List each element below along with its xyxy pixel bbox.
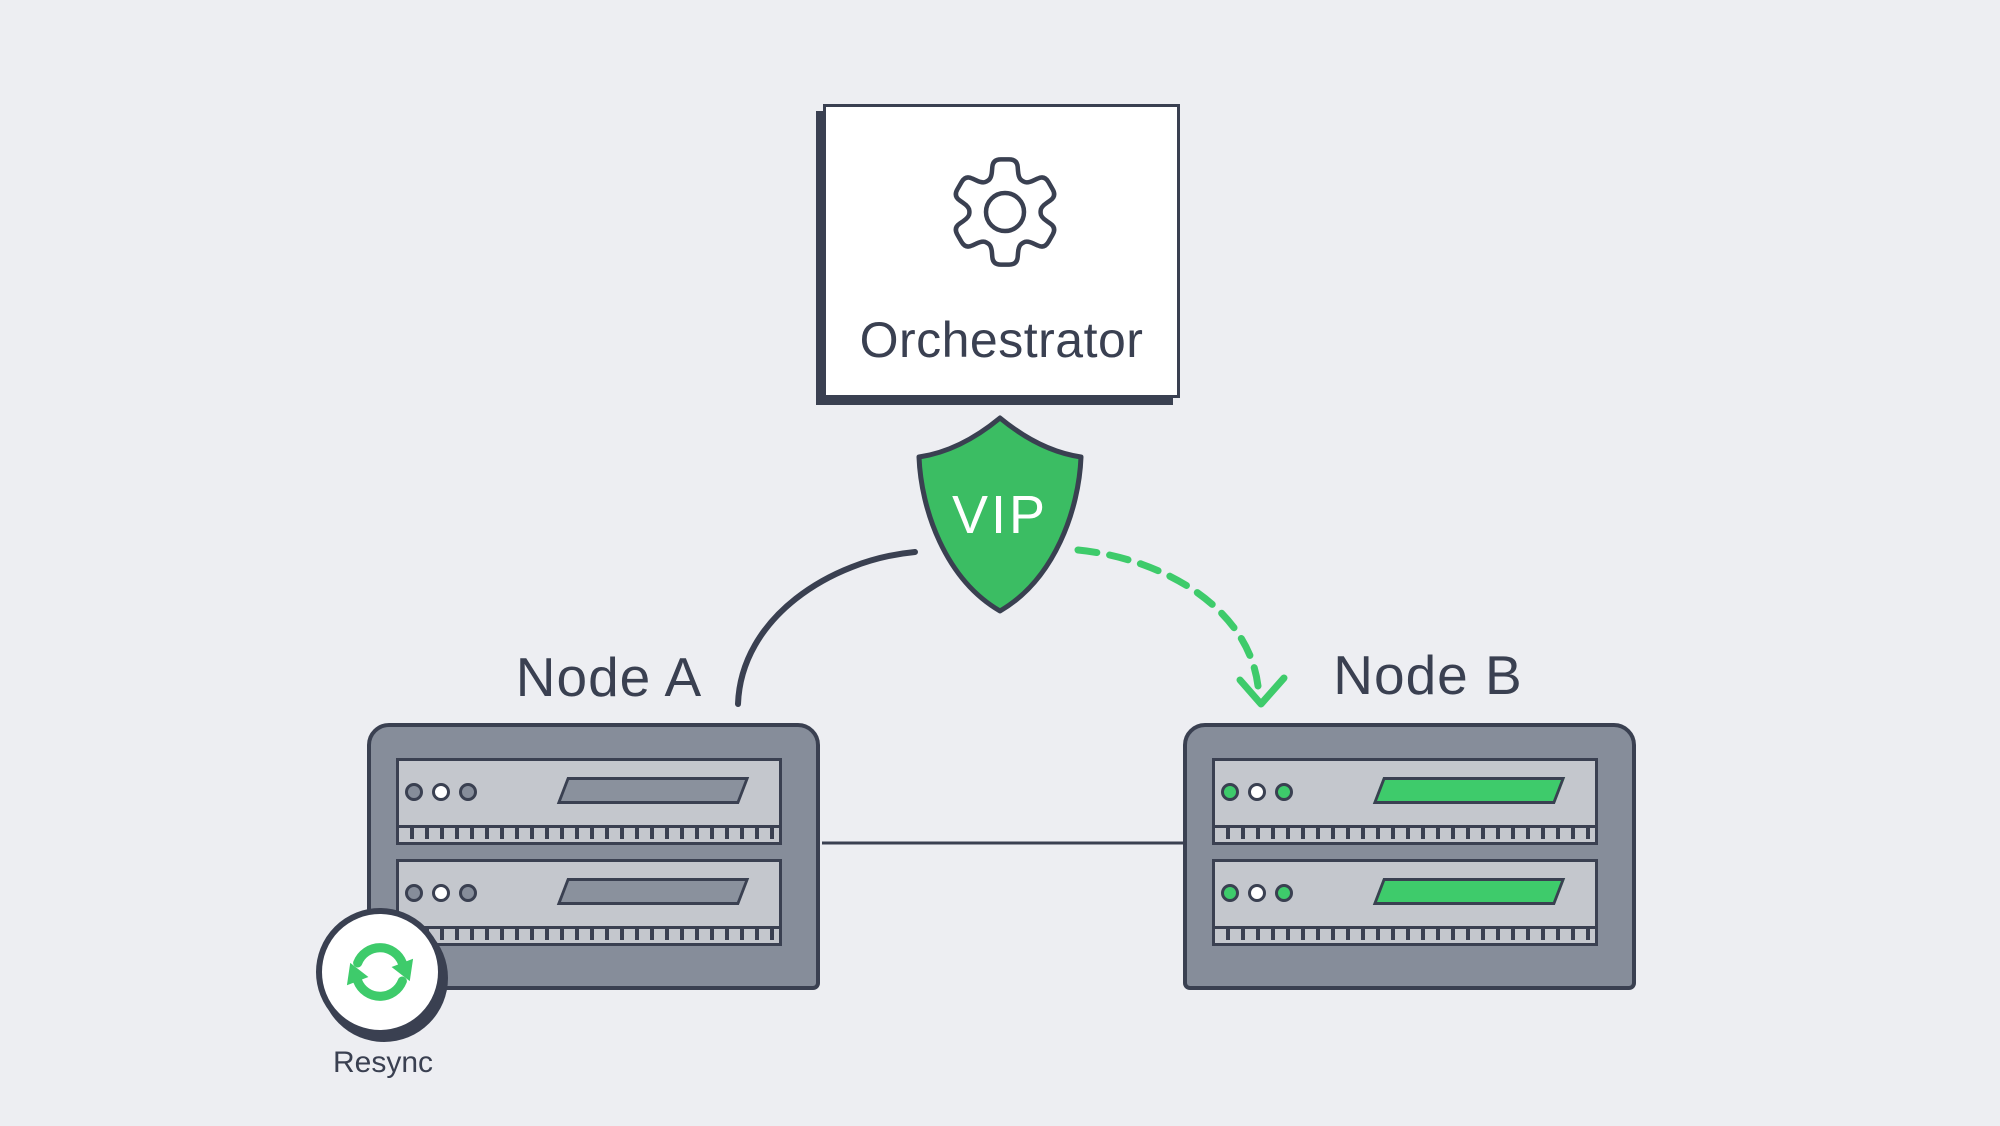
- led-indicator: [459, 884, 477, 902]
- gear-icon: [953, 157, 1057, 267]
- drive-panel: [556, 878, 750, 905]
- vent-grille: [1215, 926, 1595, 940]
- orchestrator-label: Orchestrator: [859, 312, 1144, 368]
- drive-panel: [1372, 878, 1566, 905]
- vip-to-node-b-dashed-line: [1074, 546, 1262, 690]
- node-b-rack: [1183, 723, 1636, 990]
- server-face: [1215, 862, 1595, 926]
- node-a-rack: [367, 723, 820, 990]
- led-indicator: [1248, 884, 1266, 902]
- server-face: [1215, 761, 1595, 825]
- led-indicator: [1275, 884, 1293, 902]
- vent-grille: [399, 926, 779, 940]
- led-indicator: [1221, 884, 1239, 902]
- drive-panel: [556, 777, 750, 804]
- server-face: [399, 761, 779, 825]
- arrowhead-icon: [1236, 674, 1288, 708]
- server-unit: [1212, 859, 1598, 946]
- shield-icon: VIP: [913, 412, 1087, 618]
- led-indicator: [405, 884, 423, 902]
- vip-to-node-a-line: [735, 549, 918, 707]
- led-indicator: [1221, 783, 1239, 801]
- server-face: [399, 862, 779, 926]
- led-indicator: [1275, 783, 1293, 801]
- led-indicator: [405, 783, 423, 801]
- vent-grille: [1215, 825, 1595, 839]
- server-unit: [1212, 758, 1598, 845]
- sync-arrows-icon: [346, 943, 414, 1001]
- server-unit: [396, 758, 782, 845]
- vent-grille: [399, 825, 779, 839]
- resync-label: Resync: [332, 1046, 434, 1079]
- led-indicator: [432, 884, 450, 902]
- server-unit: [396, 859, 782, 946]
- vip-label: VIP: [951, 485, 1049, 545]
- led-indicator: [1248, 783, 1266, 801]
- led-indicator: [459, 783, 477, 801]
- orchestrator-card: Orchestrator: [823, 104, 1180, 398]
- led-indicator: [432, 783, 450, 801]
- node-b-label: Node B: [1333, 644, 1523, 706]
- resync-badge: [316, 908, 444, 1036]
- drive-panel: [1372, 777, 1566, 804]
- node-a-label: Node A: [515, 646, 703, 708]
